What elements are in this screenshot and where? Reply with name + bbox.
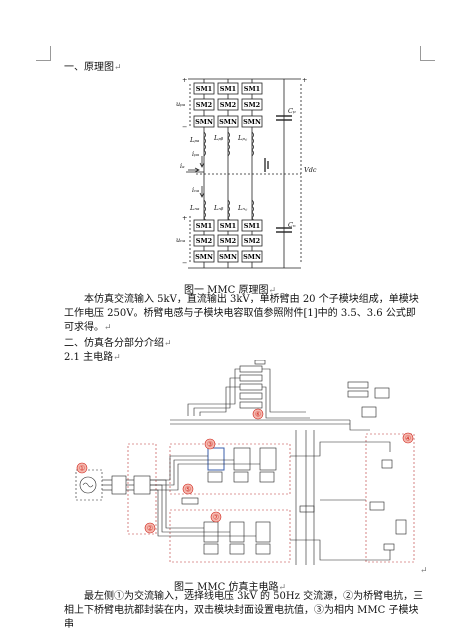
svg-text:SM1: SM1 — [196, 85, 212, 93]
figure-2-paragraph-mark: ↵ — [420, 566, 428, 576]
svg-text:SMN: SMN — [243, 118, 261, 126]
label-u-n: uₙₐ — [176, 236, 186, 244]
svg-text:SM1: SM1 — [220, 85, 236, 93]
svg-text:②: ② — [147, 525, 153, 533]
svg-text:SM2: SM2 — [244, 101, 260, 109]
label-u-p: uₚₐ — [176, 100, 186, 108]
label-L-pb: Lₚᵦ — [213, 134, 224, 142]
svg-text:④: ④ — [405, 435, 411, 443]
svg-text:⑤: ⑤ — [185, 486, 191, 494]
label-i-n: iₙₐ — [192, 186, 200, 194]
label-i-p: iₚₐ — [192, 150, 200, 158]
upper-sm-row-1: SM1 SM1 SM1 — [193, 82, 263, 95]
marker-6: ⑥ — [252, 408, 264, 420]
svg-text:SM2: SM2 — [196, 101, 212, 109]
top-output-block-stack — [239, 365, 263, 409]
paragraph-2: 最左侧①为交流输入，选择线电压 3kV 的 50Hz 交流源，②为桥臂电抗，三相… — [64, 591, 424, 630]
figure-1-caption: 图一 MMC 原理图↵ — [183, 285, 277, 296]
svg-text:SMN: SMN — [195, 118, 213, 126]
marker-5: ⑤ — [182, 483, 194, 495]
label-L-pa: Lₚₐ — [189, 136, 200, 144]
svg-text:③: ③ — [207, 441, 213, 449]
lower-submodule-blocks — [203, 521, 271, 555]
svg-text:SMN: SMN — [195, 253, 213, 261]
lower-sm-row-1: SM1 SM1 SM1 — [193, 219, 263, 232]
figure-2-caption: 图二 MMC 仿真主电路↵ — [173, 582, 287, 593]
svg-text:①: ① — [79, 465, 85, 473]
label-L-nc: Lₙ꜀ — [237, 204, 248, 212]
upper-sm-row-n: SMN SMN SMN — [193, 115, 263, 128]
plus-sign-lower: + — [182, 214, 187, 222]
plus-sign-dc: + — [302, 76, 307, 84]
section-heading-2: 二、仿真各分部分介绍↵ — [64, 338, 172, 349]
section-heading-2-1: 2.1 主电路↵ — [64, 352, 121, 363]
upper-sm-row-2: SM2 SM2 SM2 — [193, 98, 263, 111]
svg-text:⑥: ⑥ — [255, 411, 261, 419]
label-L-na: Lₙₐ — [189, 204, 200, 212]
svg-text:SM1: SM1 — [244, 85, 260, 93]
svg-text:SMN: SMN — [243, 253, 261, 261]
label-C-p: Cₚ — [288, 107, 296, 115]
svg-text:SM2: SM2 — [244, 237, 260, 245]
crop-mark-top-right — [420, 46, 435, 61]
section-heading-1: 一、原理图↵ — [64, 62, 122, 73]
simulink-main-circuit-figure: ① ② ③ ④ ⑤ ⑥ ⑦ — [75, 360, 415, 565]
lower-sm-row-2: SM2 SM2 SM2 — [193, 234, 263, 247]
minus-sign-upper: − — [182, 123, 187, 131]
svg-text:SMN: SMN — [219, 253, 237, 261]
marker-4: ④ — [402, 432, 414, 444]
marker-1: ① — [76, 462, 88, 474]
marker-7: ⑦ — [210, 511, 222, 523]
svg-text:SM2: SM2 — [220, 101, 236, 109]
minus-sign-bottom: − — [182, 259, 187, 267]
label-i-a: iₐ — [180, 162, 185, 170]
upper-submodule-blocks — [207, 447, 277, 483]
svg-text:SM1: SM1 — [196, 222, 212, 230]
plus-sign-top: + — [182, 76, 187, 84]
crop-mark-top-left — [36, 46, 51, 61]
lower-sm-row-n: SMN SMN SMN — [193, 250, 263, 263]
svg-text:SMN: SMN — [219, 118, 237, 126]
marker-2: ② — [144, 522, 156, 534]
label-L-pc: Lₚ꜀ — [237, 134, 248, 142]
label-C-n: Cₙ — [288, 221, 296, 229]
svg-text:⑦: ⑦ — [213, 514, 219, 522]
mmc-schematic-figure: SM1 SM1 SM1 SM2 SM2 SM2 SMN SMN SMN SM1 … — [176, 76, 317, 269]
svg-text:SM2: SM2 — [220, 237, 236, 245]
svg-text:SM1: SM1 — [220, 222, 236, 230]
label-V-dc: Vdc — [304, 166, 317, 174]
label-L-nb: Lₙᵦ — [213, 204, 224, 212]
svg-text:SM2: SM2 — [196, 237, 212, 245]
paragraph-1: 本仿真交流输入 5kV，直流输出 3kV，单桥臂由 20 个子模块组成，单模块工… — [64, 294, 419, 333]
svg-text:SM1: SM1 — [244, 222, 260, 230]
marker-3: ③ — [204, 438, 216, 450]
